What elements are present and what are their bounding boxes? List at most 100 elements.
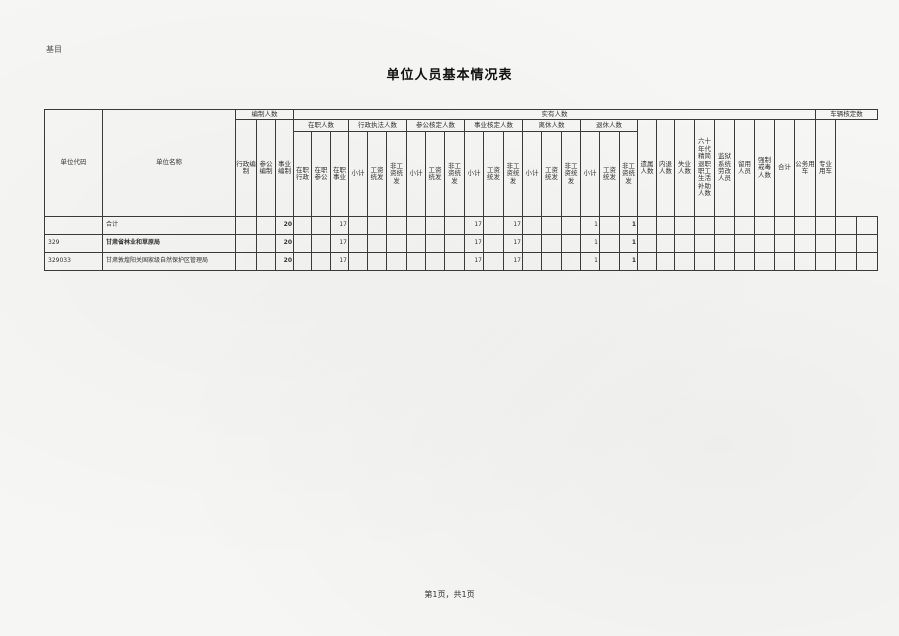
header-zhuanye: 专业用车 <box>815 119 836 217</box>
table-cell <box>311 216 331 235</box>
table-cell <box>444 234 465 253</box>
cell-sy-feigongzi: 17 <box>503 234 523 253</box>
table-cell <box>835 234 857 253</box>
cell-zz-shiye: 17 <box>330 216 349 235</box>
header-tx-feigongzi: 非工资统发 <box>619 131 638 217</box>
table-cell <box>734 252 755 271</box>
header-lx-xiaoji: 小计 <box>522 131 542 217</box>
table-cell <box>656 234 675 253</box>
header-lx-gongzi: 工资统发 <box>541 131 562 217</box>
header-xz-feigongzi: 非工资统发 <box>386 131 407 217</box>
table-cell <box>754 234 775 253</box>
table-cell <box>714 252 735 271</box>
table-row: 329 甘肃省林业和草原局 20 17 17 17 1 1 <box>44 234 879 253</box>
table-cell <box>235 234 257 253</box>
table-cell <box>815 234 836 253</box>
header-current: 实有人数 <box>293 109 816 120</box>
header-zz-shiye: 在职事业 <box>330 131 349 217</box>
cell-unit-code: 329033 <box>44 252 103 271</box>
table-cell <box>235 216 257 235</box>
table-cell <box>541 216 562 235</box>
table-row: 合计 20 17 17 17 1 1 <box>44 216 879 235</box>
table-cell <box>444 216 465 235</box>
page-footer: 第1页，共1页 <box>424 590 475 599</box>
cell-sy-feigongzi: 17 <box>503 216 523 235</box>
table-cell <box>522 216 542 235</box>
table-cell <box>561 252 581 271</box>
cell-zz-shiye: 17 <box>330 234 349 253</box>
header-tx-xiaoji: 小计 <box>580 131 600 217</box>
table-cell <box>694 234 715 253</box>
cell-tx-xiaoji: 1 <box>580 252 600 271</box>
table-cell <box>855 234 879 253</box>
header-gongwu: 公务用车 <box>794 119 816 217</box>
header-xz-gongzi: 工资统发 <box>367 131 387 217</box>
table-cell <box>674 252 695 271</box>
corner-label: 基目 <box>46 45 62 54</box>
header-cz-feigongzi: 非工资统发 <box>444 131 465 217</box>
header-unit-name: 单位名称 <box>102 109 236 217</box>
cell-sy-xiaoji: 17 <box>464 216 484 235</box>
table-cell <box>561 234 581 253</box>
header-lx-feigongzi: 非工资统发 <box>561 131 581 217</box>
header-unit-code: 单位代码 <box>44 109 103 217</box>
table-cell <box>637 234 657 253</box>
table-cell <box>425 252 445 271</box>
cell-tx-xiaoji: 1 <box>580 234 600 253</box>
header-canzhao-bianzhi: 参公编制 <box>256 119 276 217</box>
table-cell <box>674 216 695 235</box>
header-staffing: 编制人数 <box>235 109 294 120</box>
table-cell <box>522 252 542 271</box>
header-yishu: 遗属人数 <box>637 119 657 217</box>
table-cell <box>794 234 816 253</box>
personnel-table: 单位代码 单位名称 编制人数 实有人数 车辆核定数 行政编制 参公编制 事业编制… <box>44 109 879 271</box>
header-row-3: 在职行政 在职参公 在职事业 小计 工资统发 非工资统发 小计 工资统发 非工资… <box>45 131 878 217</box>
table-cell <box>541 252 562 271</box>
table-cell <box>794 252 816 271</box>
cell-unit-name: 甘肃省林业和草原局 <box>102 234 236 253</box>
header-zz-canzhao: 在职参公 <box>311 131 331 217</box>
header-canzhao: 参公核定人数 <box>406 119 465 132</box>
table-cell <box>599 216 620 235</box>
table-cell <box>794 216 816 235</box>
header-xingzheng: 行政执法人数 <box>348 119 407 132</box>
table-cell <box>406 216 426 235</box>
cell-tx-xiaoji: 1 <box>580 216 600 235</box>
table-cell <box>348 216 368 235</box>
table-cell <box>734 234 755 253</box>
table-cell <box>522 234 542 253</box>
table-row: 329033 甘肃敦煌阳关国家级自然保护区管理局 20 17 17 17 1 1 <box>44 252 879 271</box>
header-jianyu: 监狱系统劳改人员 <box>714 119 735 217</box>
table-cell <box>367 234 387 253</box>
table-cell <box>815 252 836 271</box>
cell-sy-xiaoji: 17 <box>464 234 484 253</box>
table-cell <box>386 216 407 235</box>
cell-zz-shiye: 17 <box>330 252 349 271</box>
table-cell <box>256 216 276 235</box>
table-cell <box>293 234 312 253</box>
table-cell <box>367 252 387 271</box>
table-cell <box>311 234 331 253</box>
header-xz-xiaoji: 小计 <box>348 131 368 217</box>
table-cell <box>694 252 715 271</box>
table-cell <box>656 252 675 271</box>
table-cell <box>637 216 657 235</box>
table-cell <box>855 252 879 271</box>
table-cell <box>855 216 879 235</box>
cell-shiye-bianzhi: 20 <box>275 234 294 253</box>
header-row-2: 行政编制 参公编制 事业编制 在职人数 行政执法人数 参公核定人数 事业核定人数… <box>45 119 878 217</box>
table-cell <box>311 252 331 271</box>
header-sy-feigongzi: 非工资统发 <box>503 131 523 217</box>
cell-sy-xiaoji: 17 <box>464 252 484 271</box>
header-shiye-bianzhi: 事业编制 <box>275 119 294 217</box>
table-cell <box>815 216 836 235</box>
table-cell <box>425 216 445 235</box>
table-cell <box>656 216 675 235</box>
table-cell <box>599 252 620 271</box>
table-cell <box>256 234 276 253</box>
table-cell <box>734 216 755 235</box>
table-cell <box>348 252 368 271</box>
header-zz-xingzheng: 在职行政 <box>293 131 312 217</box>
table-cell <box>386 252 407 271</box>
header-vehicles: 车辆核定数 <box>814 109 879 120</box>
